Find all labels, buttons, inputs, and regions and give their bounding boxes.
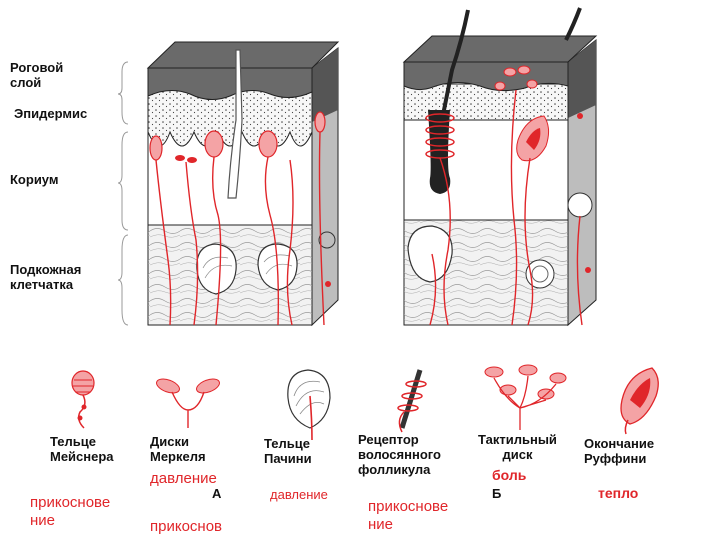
skin-block-a — [146, 41, 340, 327]
hair-follicle-icon — [397, 369, 427, 433]
tactile-disk-icon — [484, 364, 567, 430]
receptor-name-hair-follicle: Рецептор волосянного фолликула — [358, 432, 441, 477]
label-subcutaneous: Подкожная клетчатка — [10, 262, 82, 292]
annotation-pressure-2: давление — [270, 487, 328, 502]
label-epidermis: Эпидермис — [14, 106, 88, 121]
pacini-icon — [287, 369, 331, 441]
label-corium: Кориум — [10, 172, 59, 187]
receptor-name-tactile-disk: Тактильный диск — [478, 432, 557, 462]
annotation-touch-3: прикоснове ние — [368, 498, 449, 533]
annotation-touch-1: прикоснове ние — [30, 494, 111, 529]
annotation-letter-a: А — [212, 486, 222, 501]
annotation-heat: тепло — [598, 485, 639, 501]
skin-block-b — [402, 7, 598, 327]
annotation-touch-2: прикоснов — [150, 518, 223, 535]
receptor-name-ruffini: Окончание Руффини — [584, 436, 655, 466]
ruffini-icon — [620, 367, 659, 435]
annotation-pain: боль — [492, 467, 527, 483]
merkel-icon — [156, 378, 220, 428]
receptor-name-merkel: Диски Меркеля — [150, 434, 206, 464]
layer-brackets — [117, 61, 129, 326]
receptor-name-pacini: Тельце Пачини — [264, 436, 312, 466]
meissner-icon — [71, 370, 95, 429]
annotation-pressure-1: давление — [150, 470, 217, 487]
label-stratum-corneum: Роговой слой — [10, 60, 64, 90]
annotation-letter-b: Б — [492, 486, 502, 501]
receptor-name-meissner: Тельце Мейснера — [50, 434, 114, 464]
